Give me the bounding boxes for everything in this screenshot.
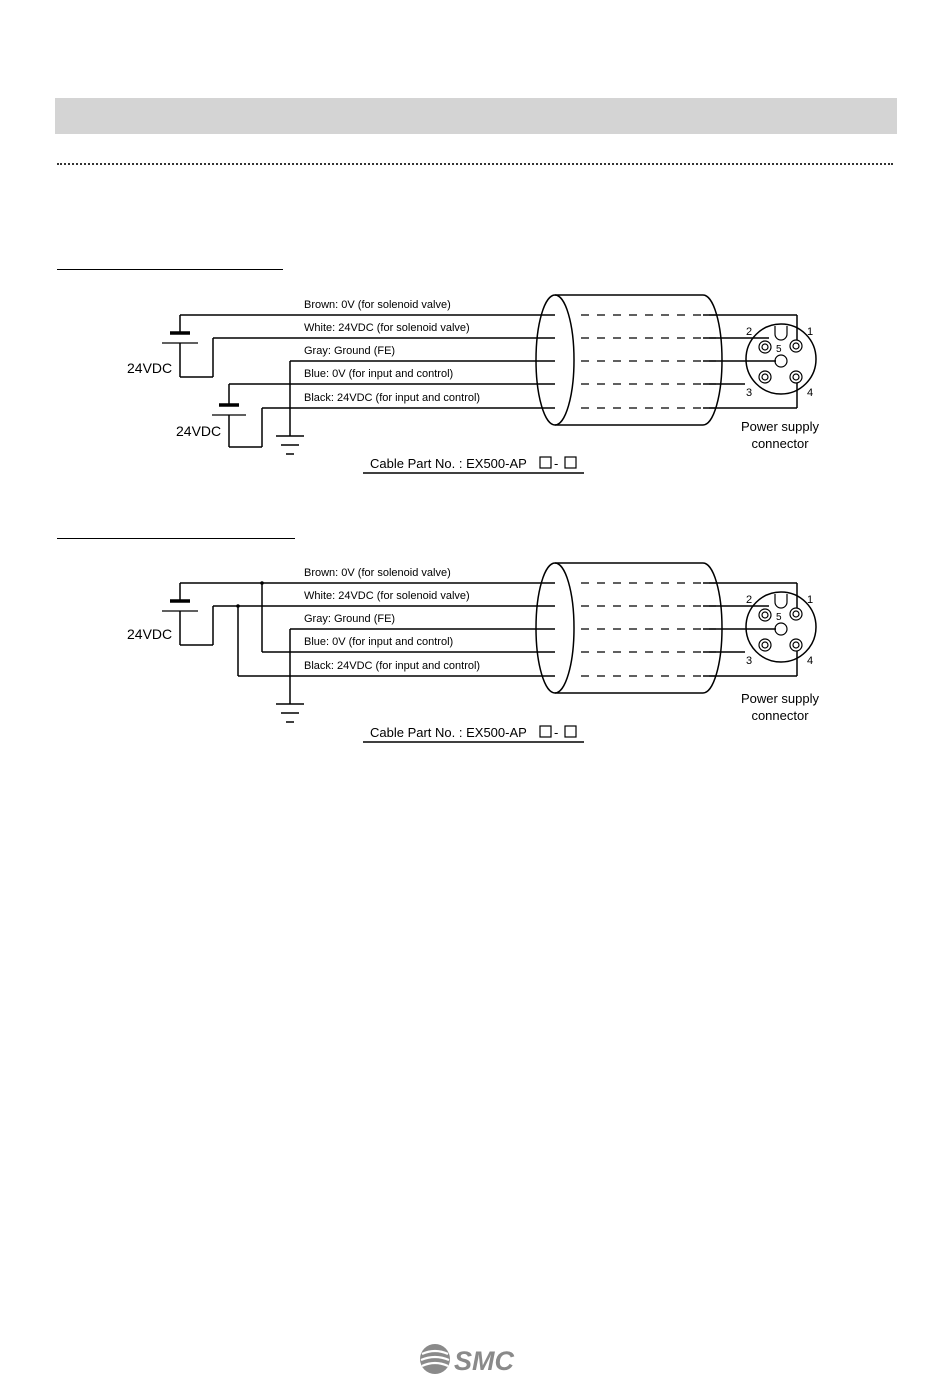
dotted-divider (57, 163, 893, 165)
wiring-diagram-1: Brown: 0V (for solenoid valve) White: 24… (127, 294, 820, 474)
supply-label-1: 24VDC (127, 626, 172, 642)
cable-shield (535, 294, 723, 426)
section-header-bar (55, 98, 897, 134)
pin-label-1: 1 (807, 326, 813, 338)
section-2-heading-rule (57, 538, 295, 539)
connector-label-line-1: Power supply (741, 419, 820, 434)
pin-label-5: 5 (776, 612, 782, 623)
battery-symbol-1 (162, 315, 214, 378)
part-code-hyphen: - (554, 725, 558, 740)
wiring-diagram-2: Brown: 0V (for solenoid valve) White: 24… (127, 562, 820, 743)
battery-symbol-1 (162, 583, 214, 646)
jumper-wires (236, 581, 264, 676)
part-code-box-2 (564, 725, 577, 738)
cable-shield (535, 562, 723, 694)
cable-part-number: Cable Part No. : EX500-AP (370, 456, 527, 471)
pin-label-4: 4 (807, 387, 813, 399)
wire-label-gray: Gray: Ground (FE) (304, 345, 395, 357)
wire-label-blue: Blue: 0V (for input and control) (304, 368, 453, 380)
wire-label-black: Black: 24VDC (for input and control) (304, 660, 480, 672)
smc-logo: SMC (420, 1344, 515, 1376)
cable-part-number: Cable Part No. : EX500-AP (370, 725, 527, 740)
pin-label-2: 2 (746, 326, 752, 338)
smc-logo-text: SMC (454, 1346, 515, 1376)
part-code-box-2 (564, 456, 577, 469)
ground-symbol (276, 361, 304, 455)
supply-label-2: 24VDC (176, 423, 221, 439)
power-supply-connector (745, 315, 817, 408)
connector-label-line-2: connector (751, 436, 809, 451)
pin-label-5: 5 (776, 344, 782, 355)
supply-label-1: 24VDC (127, 360, 172, 376)
pin-label-1: 1 (807, 594, 813, 606)
wire-label-brown: Brown: 0V (for solenoid valve) (304, 299, 451, 311)
wire-label-white: White: 24VDC (for solenoid valve) (304, 590, 470, 602)
part-code-box-1 (539, 725, 552, 738)
pin-label-3: 3 (746, 655, 752, 667)
smc-logo-mark-icon (420, 1344, 450, 1374)
pin-label-2: 2 (746, 594, 752, 606)
power-supply-connector (745, 583, 817, 676)
wire-label-gray: Gray: Ground (FE) (304, 613, 395, 625)
section-1-heading-rule (57, 269, 283, 270)
part-code-box-1 (539, 456, 552, 469)
pin-label-4: 4 (807, 655, 813, 667)
wire-label-black: Black: 24VDC (for input and control) (304, 392, 480, 404)
wire-label-brown: Brown: 0V (for solenoid valve) (304, 567, 451, 579)
connector-label-line-1: Power supply (741, 691, 820, 706)
battery-symbol-2 (212, 384, 263, 448)
pin-label-3: 3 (746, 387, 752, 399)
connector-label-line-2: connector (751, 708, 809, 723)
wire-label-white: White: 24VDC (for solenoid valve) (304, 322, 470, 334)
ground-symbol (276, 629, 304, 723)
part-code-hyphen: - (554, 456, 558, 471)
wire-label-blue: Blue: 0V (for input and control) (304, 636, 453, 648)
